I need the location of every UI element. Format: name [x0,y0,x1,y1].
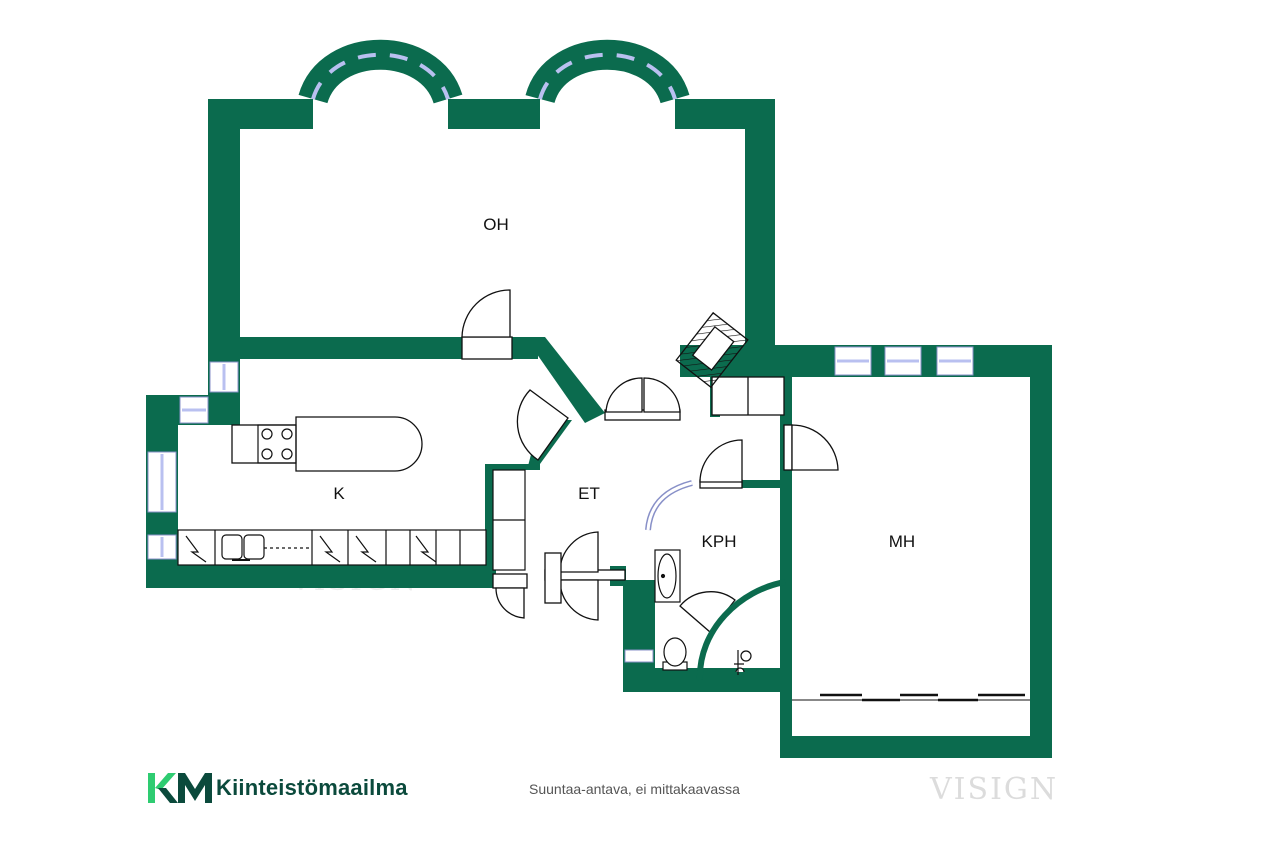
kitchen-counter [177,529,487,566]
room-label-oh: OH [483,215,509,234]
km-logo-icon [148,773,212,803]
bathroom-fixtures [654,549,752,675]
bay-window-right [525,39,690,105]
appliance-symbols [185,535,437,563]
windows [147,346,974,663]
floor-plan: VISIGN [146,39,1052,758]
fireplace [675,311,749,389]
kitchen-island [231,416,423,472]
shower-wall [696,579,786,681]
brand-name: Kiinteistömaailma [216,775,408,800]
room-label-et: ET [578,484,600,503]
wardrobe [492,469,526,571]
bay-window-left [298,39,463,105]
mh-wardrobe [792,693,1030,702]
scale-note: Suuntaa-antava, ei mittakaavassa [529,781,740,797]
room-label-mh: MH [889,532,915,551]
stove [257,424,297,464]
window-panes [160,359,971,557]
watermark-bottom: VISIGN [930,772,1059,807]
doors [461,289,839,633]
brand-logo: Kiinteistömaailma [148,771,408,805]
room-label-k: K [333,484,345,503]
room-label-kph: KPH [702,532,737,551]
